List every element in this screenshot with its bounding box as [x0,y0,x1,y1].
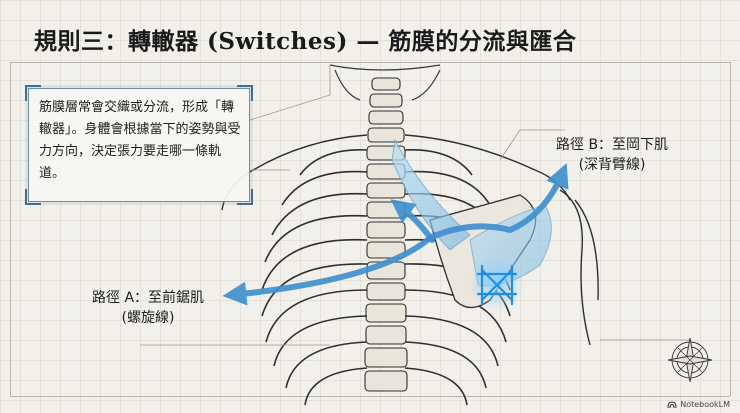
skull-base [329,64,441,101]
ribs-left [261,149,368,406]
route-a-arrow [222,235,433,306]
rhomboid-muscle [391,138,471,251]
watermark-text: NotebookLM [680,400,730,409]
page-title: 規則三：轉轍器 (Switches) — 筋膜的分流與匯合 [34,28,577,55]
leader-lines [140,65,690,346]
route-a-title: 路徑 A：至前鋸肌 [92,290,205,306]
frame-line-bottom [10,396,730,397]
watermark: NotebookLM [667,400,730,409]
route-b-label: 路徑 B：至岡下肌 (深背臂線) [556,135,668,175]
route-b-title: 路徑 B：至岡下肌 [556,137,669,153]
route-up-arrow [390,199,435,243]
info-box: 筋膜層常會交織或分流，形成「轉轍器」。身體會根據當下的姿勢與受力方向，決定張力要… [25,85,253,205]
switch-glow [469,255,525,311]
route-b-arrow [427,163,569,241]
corner-br [237,189,253,205]
corner-bl [25,189,41,205]
corner-tr [237,85,253,101]
corner-tl [25,85,41,101]
frame-line-top [10,62,730,63]
notebooklm-logo-icon [667,400,677,408]
route-b-subtitle: (深背臂線) [578,157,646,173]
switch-junction-icon [476,264,518,306]
route-a-subtitle: (螺旋線) [121,310,175,326]
route-a-label: 路徑 A：至前鋸肌 (螺旋線) [92,288,204,328]
spine [364,77,408,392]
frame-line-left [10,62,11,396]
info-text: 筋膜層常會交織或分流，形成「轉轍器」。身體會根據當下的姿勢與受力方向，決定張力要… [39,100,241,181]
frame-line-right [730,62,731,396]
compass-rose-icon [667,337,713,383]
